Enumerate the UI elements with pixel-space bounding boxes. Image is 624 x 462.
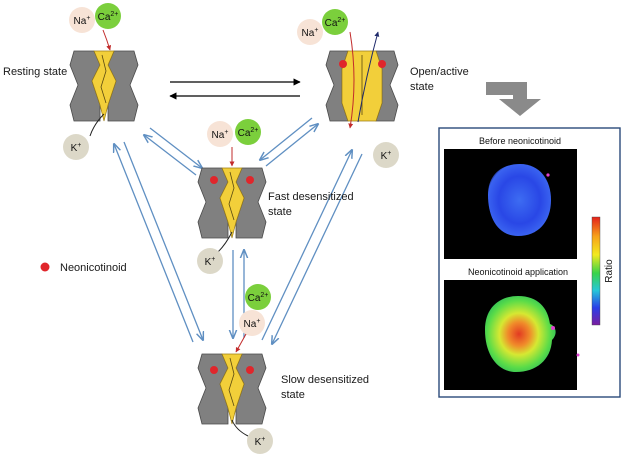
open-calcium-ion — [322, 9, 348, 35]
imaging-panel: Before neonicotinoid Neonicotinoid appli… — [438, 127, 621, 398]
fast-potassium-label: K+ — [205, 256, 216, 268]
open-ion-arrow-in — [348, 31, 355, 129]
open-neonicotinoid-dot-left — [339, 60, 347, 68]
resting-channel — [69, 50, 139, 122]
fast-state-label-line2: state — [268, 206, 292, 218]
legend-neonicotinoid-label: Neonicotinoid — [60, 262, 127, 274]
arrow-fast-to-open — [265, 124, 318, 167]
arrow-slow-to-open — [261, 150, 352, 341]
open-sodium-ion — [297, 19, 323, 45]
open-channel — [325, 50, 399, 122]
fast-desensitized-group: Na+ Ca2+ K+ Fast desensitized state — [197, 119, 354, 274]
arrow-open-to-slow — [272, 153, 363, 344]
slow-sodium-label: Na+ — [244, 318, 261, 330]
resting-sodium-ion — [69, 7, 95, 33]
slow-sodium-ion — [239, 310, 265, 336]
arrow-slow-to-resting — [114, 144, 194, 343]
colorbar-label: Ratio — [604, 259, 615, 283]
panel-pointer-arrow-icon — [486, 82, 541, 116]
slow-calcium-ion — [245, 284, 271, 310]
slow-ion-arrow — [235, 333, 247, 353]
arrow-resting-to-fast — [149, 127, 202, 168]
fast-calcium-label: Ca2+ — [238, 127, 259, 139]
slow-channel — [197, 353, 267, 425]
fast-sodium-label: Na+ — [212, 129, 229, 141]
ratio-colorbar — [591, 216, 601, 326]
open-neonicotinoid-dot-right — [378, 60, 386, 68]
after-speck-edge — [576, 353, 580, 357]
open-ion-arrow-out — [357, 31, 380, 123]
after-image-title: Neonicotinoid application — [468, 267, 568, 277]
slow-desensitized-group: Ca2+ Na+ K+ Slow desensitized state — [197, 284, 369, 454]
resting-potassium-label: K+ — [71, 142, 82, 154]
slow-potassium-ion — [247, 428, 273, 454]
before-speck — [546, 173, 550, 177]
fast-neonicotinoid-dot-left — [210, 176, 218, 184]
resting-ion-arrow — [102, 29, 112, 51]
open-potassium-label: K+ — [381, 150, 392, 162]
fast-state-label-line1: Fast desensitized — [268, 191, 354, 203]
resting-state-group: Na+ Ca2+ K+ Resting state — [3, 3, 139, 160]
arrow-open-to-fast — [260, 117, 313, 160]
fast-neonicotinoid-dot-right — [246, 176, 254, 184]
slow-state-label-line2: state — [281, 389, 305, 401]
resting-potassium-ion — [63, 134, 89, 160]
open-state-group: Na+ Ca2+ K+ Open/active state — [297, 9, 469, 168]
open-state-label-line2: state — [410, 81, 434, 93]
before-image-title: Before neonicotinoid — [479, 136, 561, 146]
slow-potassium-label: K+ — [255, 436, 266, 448]
fast-calcium-ion — [235, 119, 261, 145]
open-sodium-label: Na+ — [302, 27, 319, 39]
arrow-resting-to-slow — [123, 141, 203, 340]
resting-state-label: Resting state — [3, 66, 67, 78]
after-cell — [485, 296, 556, 372]
slow-calcium-label: Ca2+ — [248, 292, 269, 304]
slow-state-label-line1: Slow desensitized — [281, 374, 369, 386]
legend: Neonicotinoid — [40, 262, 127, 274]
fast-sodium-ion — [207, 121, 233, 147]
resting-sodium-label: Na+ — [74, 15, 91, 27]
resting-potassium-line — [89, 113, 105, 137]
resting-calcium-ion — [95, 3, 121, 29]
fast-potassium-line — [217, 231, 233, 253]
after-speck — [551, 326, 555, 330]
legend-neonicotinoid-dot — [40, 262, 50, 272]
resting-calcium-label: Ca2+ — [98, 11, 119, 23]
open-potassium-ion — [373, 142, 399, 168]
fast-potassium-ion — [197, 248, 223, 274]
open-state-label-line1: Open/active — [410, 66, 469, 78]
transition-arrows — [114, 78, 363, 344]
before-cell — [488, 164, 551, 236]
slow-neonicotinoid-dot-left — [210, 366, 218, 374]
open-calcium-label: Ca2+ — [325, 17, 346, 29]
fast-channel — [197, 167, 267, 239]
slow-potassium-line — [231, 419, 249, 437]
slow-neonicotinoid-dot-right — [246, 366, 254, 374]
arrow-fast-to-resting — [144, 135, 197, 176]
